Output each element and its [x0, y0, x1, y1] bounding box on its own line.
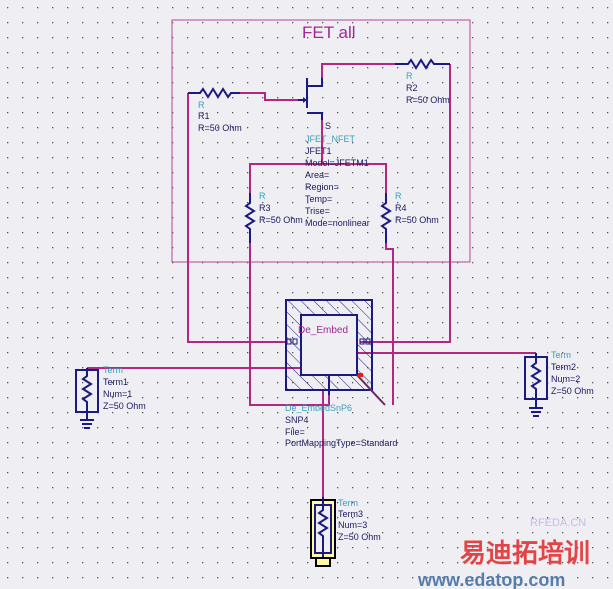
- ground-icon: [80, 419, 94, 429]
- de-embed-label: De_Embed: [298, 325, 348, 336]
- r4-value: R=50 Ohm: [395, 215, 439, 225]
- jfet-param: Model=JFETM1: [305, 158, 369, 168]
- fet-all-frame[interactable]: FET all: [171, 19, 471, 263]
- resistor-r1[interactable]: R R1 R=50 Ohm: [188, 87, 242, 133]
- de-embed-param: File=: [285, 427, 305, 437]
- term3-type: Term: [338, 498, 358, 508]
- term1-type: Term: [103, 365, 123, 375]
- frame-title: FET all: [302, 23, 356, 42]
- term1-num: Num=1: [103, 389, 132, 399]
- de-embed-type: De_EmbedSnP6: [285, 403, 352, 413]
- resistor-r2[interactable]: R R2 R=50 Ohm: [395, 58, 450, 105]
- resistor-r3[interactable]: R R3 R=50 Ohm: [244, 191, 303, 243]
- de-embed-snp6[interactable]: De_Embed De_EmbedSnP6 SNP4 File= PortMap…: [285, 299, 397, 448]
- jfet-param: Area=: [305, 170, 329, 180]
- r4-type: R: [395, 191, 402, 201]
- term1[interactable]: Term Term1 Num=1 Z=50 Ohm: [75, 365, 146, 429]
- watermark-brand: 易迪拓培训: [460, 538, 590, 568]
- r2-value: R=50 Ohm: [406, 95, 450, 105]
- port-icon: [365, 338, 371, 345]
- ground-icon: [529, 407, 543, 417]
- r1-name: R1: [198, 111, 210, 121]
- r4-name: R4: [395, 203, 407, 213]
- term2-z: Z=50 Ohm: [551, 386, 594, 396]
- term3[interactable]: Term Term3 Num=3 Z=50 Ohm: [310, 497, 381, 567]
- term1-z: Z=50 Ohm: [103, 401, 146, 411]
- jfet-type: JFET_NFET: [305, 134, 356, 144]
- resistor-r4[interactable]: R R4 R=50 Ohm: [380, 191, 439, 243]
- term3-num: Num=3: [338, 520, 367, 530]
- jfet-param: Region=: [305, 182, 339, 192]
- term2-type: Term: [551, 350, 571, 360]
- jfet-nfet[interactable]: S JFET_NFET JFET1 Model=JFETM1 Area= Reg…: [298, 78, 370, 228]
- watermark-site: RFEDA.CN: [530, 517, 586, 529]
- term2[interactable]: Term Term2 Num=2 Z=50 Ohm: [524, 350, 594, 417]
- term3-z: Z=50 Ohm: [338, 532, 381, 542]
- term3-name: Term3: [338, 509, 363, 519]
- de-embed-name: SNP4: [285, 415, 309, 425]
- term2-num: Num=2: [551, 374, 580, 384]
- r1-type: R: [198, 100, 205, 110]
- de-embed-param: PortMappingType=Standard: [285, 438, 397, 448]
- term2-name: Term2: [551, 362, 576, 372]
- r2-type: R: [406, 71, 413, 81]
- r1-value: R=50 Ohm: [198, 123, 242, 133]
- watermark-url: www.edatop.com: [417, 570, 565, 589]
- r3-name: R3: [259, 203, 271, 213]
- port-icon: [292, 338, 298, 345]
- jfet-name: JFET1: [305, 146, 332, 156]
- port-icon: [286, 338, 292, 345]
- r3-type: R: [259, 191, 266, 201]
- term1-name: Term1: [103, 377, 128, 387]
- port-icon: [359, 338, 365, 345]
- port-marker-icon: [358, 373, 363, 377]
- watermark: RFEDA.CN 易迪拓培训 www.edatop.com: [417, 517, 590, 589]
- jfet-source-pin: S: [325, 121, 331, 131]
- ground-icon: [315, 557, 331, 567]
- r2-name: R2: [406, 83, 418, 93]
- r3-value: R=50 Ohm: [259, 215, 303, 225]
- jfet-param: Temp=: [305, 194, 332, 204]
- jfet-param: Trise=: [305, 206, 330, 216]
- jfet-param: Mode=nonlinear: [305, 218, 370, 228]
